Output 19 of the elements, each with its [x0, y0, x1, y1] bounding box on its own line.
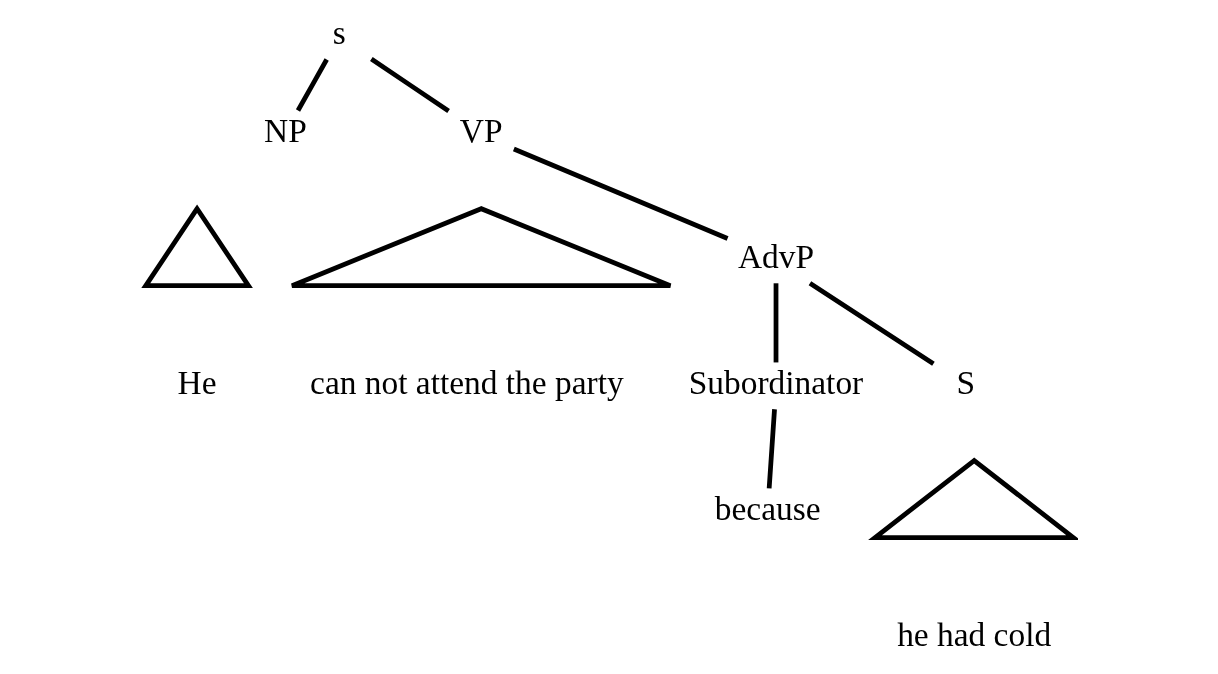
connector [512, 146, 728, 241]
node-text: he had cold [896, 616, 1051, 654]
connector [766, 409, 777, 489]
node-text: AdvP [737, 238, 814, 276]
node-text: VP [459, 112, 503, 150]
connector [295, 58, 329, 112]
node-text: NP [263, 112, 307, 150]
connector [369, 57, 450, 113]
node-text: s [332, 14, 346, 52]
node-text: He [177, 364, 217, 402]
node-text: because [714, 490, 821, 528]
node-text: can not attend the party [309, 364, 624, 402]
node-text: S [956, 364, 975, 402]
node-text: Subordinator [688, 364, 863, 402]
connector [808, 281, 935, 366]
node-triangle [867, 457, 1078, 540]
connector [773, 283, 778, 363]
node-triangle [289, 206, 673, 289]
node-triangle [140, 204, 253, 289]
